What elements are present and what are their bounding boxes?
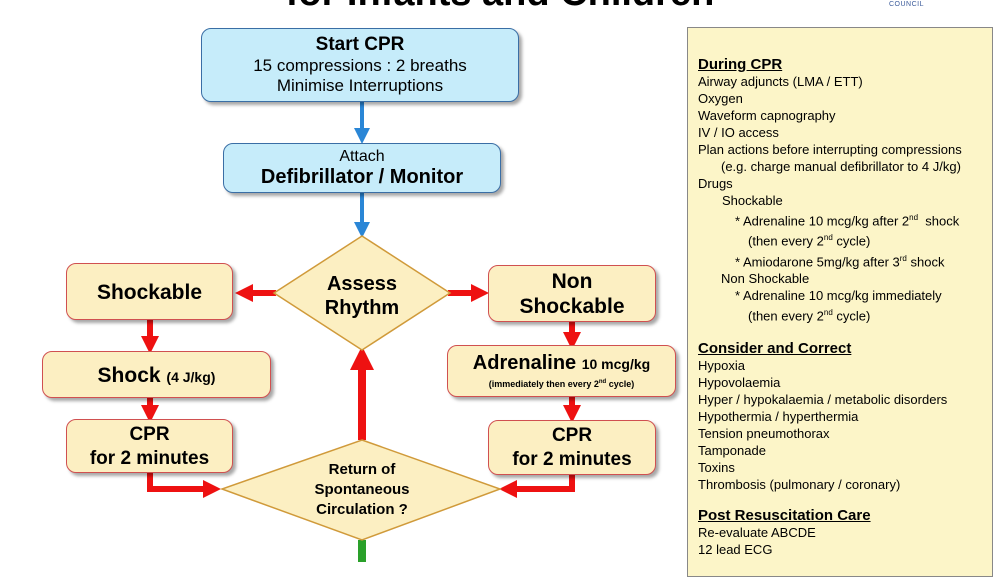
- amiodarone-item: * Amiodarone 5mg/kg after 3rd shock: [735, 253, 945, 269]
- shock-label: Shock: [97, 364, 161, 387]
- adrenaline-label: Adrenaline: [472, 352, 577, 374]
- rosc-diamond: [219, 439, 503, 541]
- info-panel: During CPR Airway adjuncts (LMA / ETT) O…: [687, 27, 993, 577]
- consider-heading: Consider and Correct: [698, 340, 852, 358]
- non-shockable-line2: Shockable: [519, 295, 625, 318]
- arrow-cpr-left-to-rosc: [147, 473, 221, 498]
- during-cpr-item: Oxygen: [698, 91, 743, 106]
- during-cpr-heading: During CPR: [698, 56, 783, 73]
- logo-text: COUNCIL: [889, 1, 925, 8]
- adrenaline-shock-item: * Adrenaline 10 mcg/kg after 2nd shock: [735, 213, 960, 229]
- during-cpr-item: Waveform capnography: [698, 108, 836, 123]
- adrenaline-box: Adrenaline 10 mcg/kg (immediately then e…: [447, 345, 676, 397]
- cpr-right-box: CPR for 2 minutes: [488, 420, 656, 475]
- rosc-line1: Return of: [328, 461, 396, 478]
- attach-label: Attach: [339, 148, 385, 165]
- adrenaline-non-then: (then every 2nd cycle): [748, 307, 871, 324]
- adrenaline-shock-then: (then every 2nd cycle): [748, 233, 871, 249]
- cpr-left-line1: CPR: [129, 424, 170, 445]
- during-cpr-item: Plan actions before interrupting compres…: [698, 142, 962, 157]
- consider-item: Tamponade: [698, 443, 766, 459]
- during-cpr-item: Airway adjuncts (LMA / ETT): [698, 74, 863, 89]
- consider-item: Thrombosis (pulmonary / coronary): [698, 477, 901, 493]
- consider-item: Hypoxia: [698, 358, 745, 374]
- flowchart-arrows: [141, 102, 581, 562]
- adrenaline-dose: 10 mcg/kg: [581, 356, 651, 372]
- adrenaline-non-item: * Adrenaline 10 mcg/kg immediately: [735, 287, 942, 303]
- defib-monitor-label: Defibrillator / Monitor: [260, 166, 464, 188]
- consider-item: Hypothermia / hyperthermia: [698, 409, 859, 425]
- consider-item: Hypovolaemia: [698, 375, 781, 391]
- assess-rhythm-label: Assess Rhythm: [300, 272, 424, 320]
- post-resus-item: Re-evaluate ABCDE: [698, 525, 816, 541]
- rosc-line2: Spontaneous: [314, 481, 410, 498]
- start-cpr-line2: Minimise Interruptions: [276, 76, 444, 95]
- cpr-right-line1: CPR: [551, 425, 593, 446]
- shock-dose: (4 J/kg): [166, 369, 216, 385]
- shockable-label: Shockable: [96, 281, 203, 304]
- assess-line2: Rhythm: [324, 297, 400, 319]
- post-resus-item: 12 lead ECG: [698, 542, 773, 558]
- start-cpr-title: Start CPR: [315, 34, 405, 55]
- page-title: for Infants and Children: [240, 0, 760, 15]
- consider-item: Hyper / hypokalaemia / metabolic disorde…: [698, 392, 948, 408]
- non-shockable-subheading: Non Shockable: [721, 270, 810, 286]
- consider-item: Tension pneumothorax: [698, 426, 830, 442]
- cpr-left-line2: for 2 minutes: [89, 448, 210, 469]
- start-cpr-box: Start CPR 15 compressions : 2 breaths Mi…: [201, 28, 519, 102]
- shockable-subheading: Shockable: [722, 193, 783, 208]
- rosc-label: Return of Spontaneous Circulation ?: [282, 460, 442, 520]
- post-resus-heading: Post Resuscitation Care: [698, 507, 871, 525]
- adrenaline-note: (immediately then every 2nd cycle): [488, 379, 635, 389]
- drugs-label: Drugs: [698, 176, 733, 191]
- assess-line1: Assess: [326, 273, 398, 295]
- arrow-cpr-right-to-rosc: [499, 475, 575, 498]
- cpr-right-line2: for 2 minutes: [512, 449, 632, 470]
- shock-box: Shock (4 J/kg): [42, 351, 271, 398]
- start-cpr-line1: 15 compressions : 2 breaths: [253, 56, 467, 75]
- non-shockable-line1: Non: [551, 270, 593, 293]
- assess-rhythm-diamond: [272, 235, 452, 351]
- during-cpr-item: IV / IO access: [698, 125, 779, 140]
- rosc-line3: Circulation ?: [316, 501, 408, 518]
- consider-item: Toxins: [698, 460, 735, 476]
- cpr-left-box: CPR for 2 minutes: [66, 419, 233, 473]
- charge-note: (e.g. charge manual defibrillator to 4 J…: [721, 159, 961, 174]
- shockable-box: Shockable: [66, 263, 233, 320]
- attach-defib-box: Attach Defibrillator / Monitor: [223, 143, 501, 193]
- non-shockable-box: Non Shockable: [488, 265, 656, 322]
